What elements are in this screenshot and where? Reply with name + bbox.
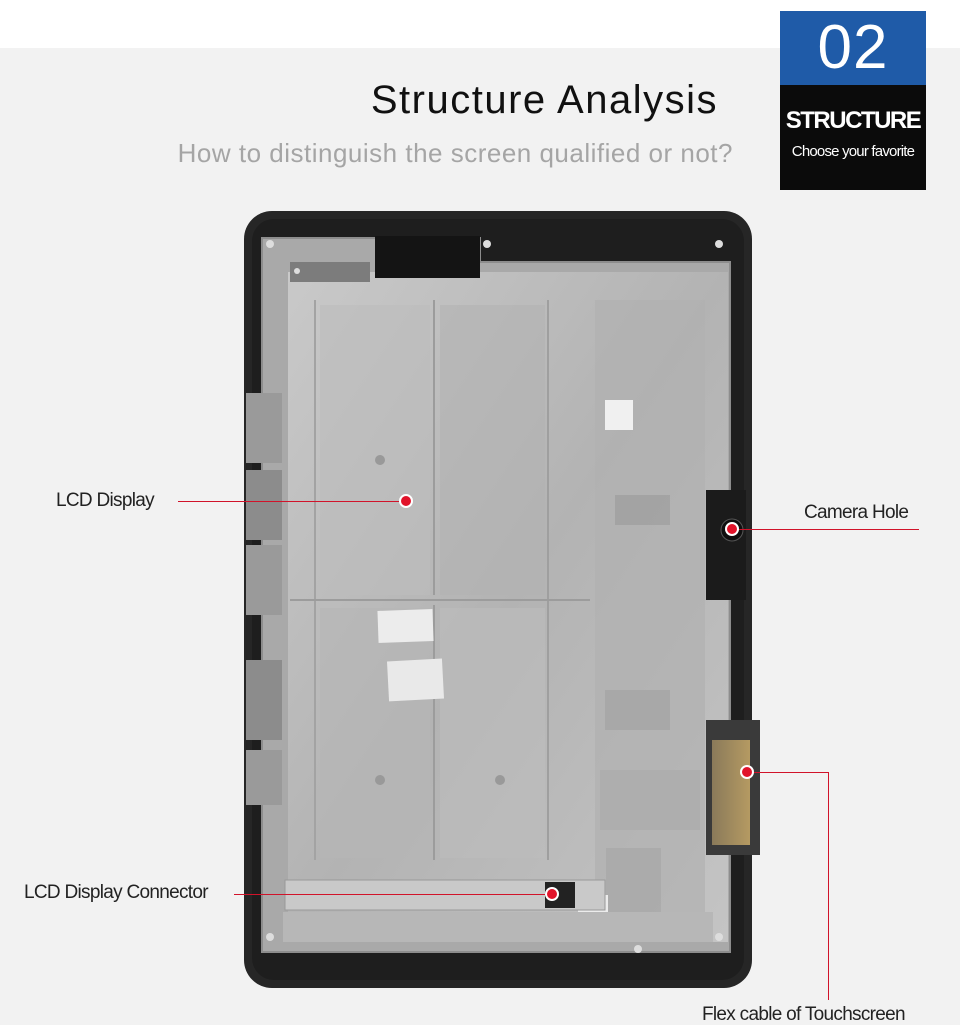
badge-subtitle: Choose your favorite xyxy=(791,143,915,160)
callout-dot-lcd-display xyxy=(399,494,413,508)
badge-body: STRUCTURE Choose your favorite xyxy=(780,85,926,190)
callout-dot-camera-hole xyxy=(725,522,739,536)
callout-dot-flex-cable xyxy=(740,765,754,779)
callout-line-lcd-connector xyxy=(234,894,552,895)
callout-line-lcd-display xyxy=(178,501,406,502)
page-subtitle: How to distinguish the screen qualified … xyxy=(177,138,733,168)
callout-lcd-display-connector: LCD Display Connector xyxy=(24,882,209,903)
callout-dot-lcd-connector xyxy=(545,887,559,901)
callout-lcd-display: LCD Display xyxy=(56,490,155,511)
callout-line-camera-hole xyxy=(732,529,919,530)
touch-flex-cable xyxy=(712,740,750,845)
callout-camera-hole: Camera Hole xyxy=(804,502,909,523)
section-badge: 02 STRUCTURE Choose your favorite xyxy=(780,11,926,190)
callout-flex-cable-touchscreen: Flex cable of Touchscreen xyxy=(702,1004,906,1025)
callout-line-flex-cable-h xyxy=(748,772,829,773)
badge-title: STRUCTURE xyxy=(785,107,922,134)
callout-line-flex-cable-v xyxy=(828,772,829,1000)
page-title: Structure Analysis xyxy=(370,78,718,122)
badge-number: 02 xyxy=(780,11,926,85)
